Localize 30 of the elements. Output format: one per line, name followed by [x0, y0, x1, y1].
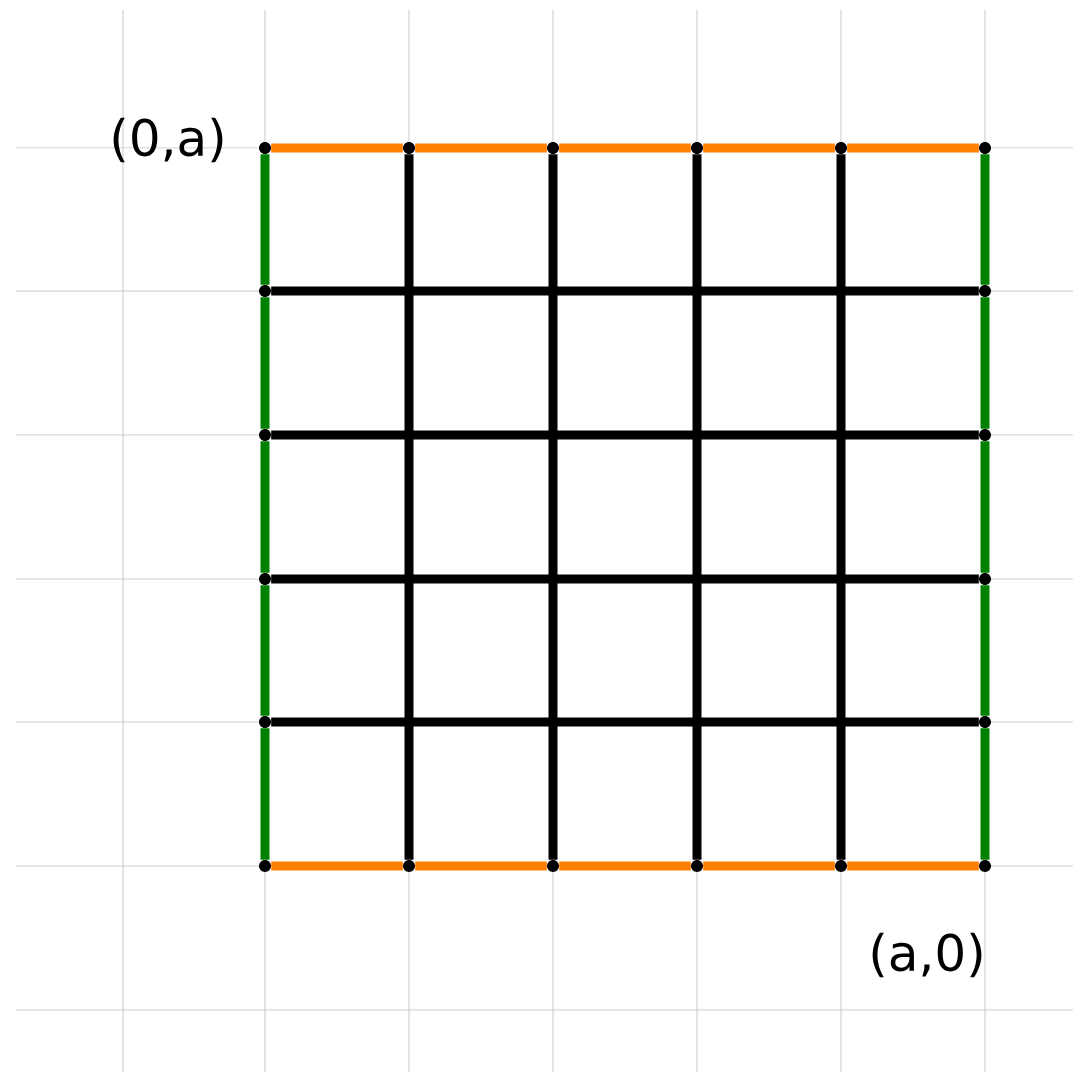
line — [980, 441, 990, 573]
line — [847, 143, 979, 153]
coordinate-label: (a,0) — [872, 932, 982, 978]
line — [260, 585, 270, 716]
line — [836, 154, 846, 860]
line — [559, 861, 691, 871]
line — [847, 861, 979, 871]
line — [703, 861, 835, 871]
line — [260, 297, 270, 429]
line — [271, 861, 403, 871]
line — [415, 861, 547, 871]
line — [271, 717, 979, 727]
line — [415, 143, 547, 153]
line — [980, 585, 990, 716]
line — [980, 154, 990, 285]
line — [980, 297, 990, 429]
line — [271, 574, 979, 584]
line — [271, 430, 979, 440]
line — [548, 154, 558, 860]
line — [271, 286, 979, 296]
line — [271, 143, 403, 153]
line — [692, 154, 702, 860]
line — [703, 143, 835, 153]
line — [404, 154, 414, 860]
line — [559, 143, 691, 153]
coordinate-label: (0,a) — [113, 117, 223, 163]
line — [260, 154, 270, 285]
line — [260, 441, 270, 573]
line — [260, 728, 270, 860]
line — [980, 728, 990, 860]
